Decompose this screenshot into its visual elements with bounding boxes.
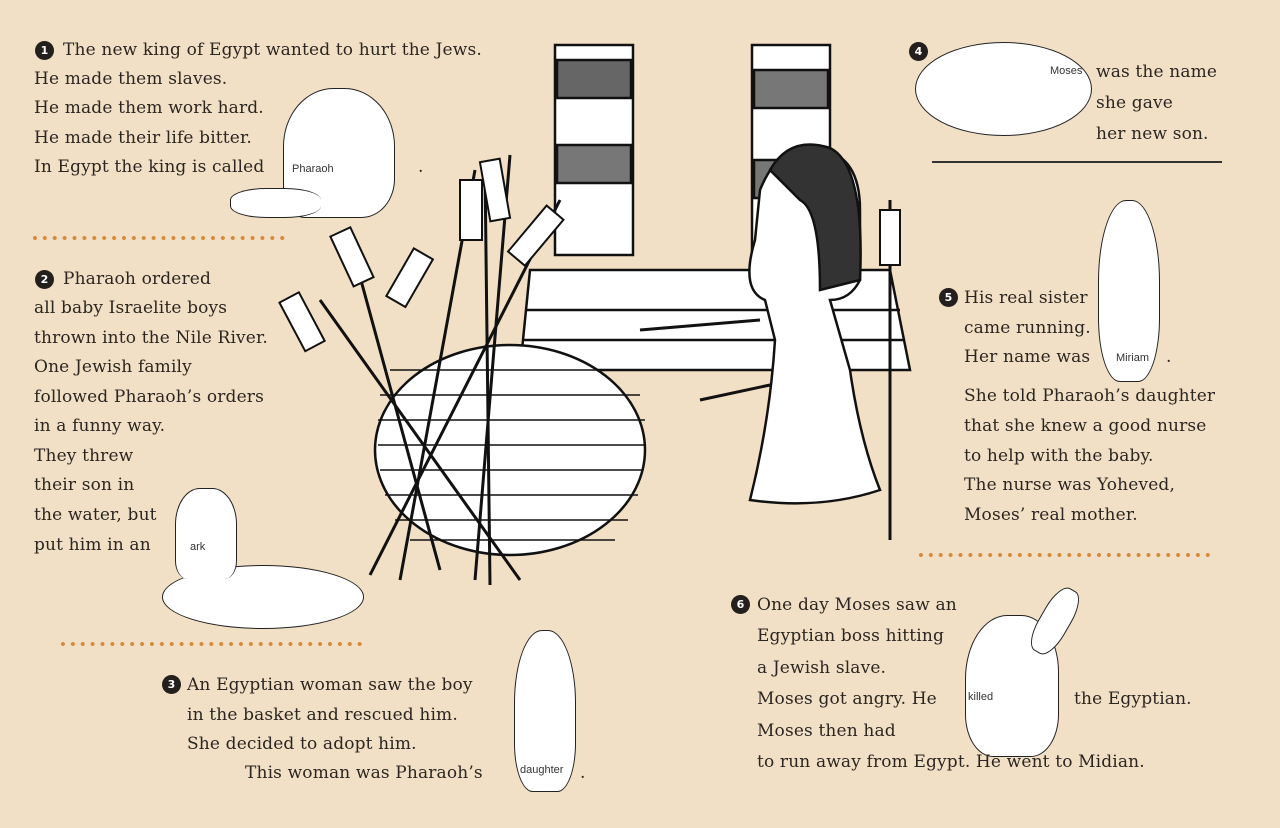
step-badge-1: 1: [35, 41, 54, 60]
text-line: her new son.: [1096, 124, 1209, 144]
step-badge-2: 2: [35, 270, 54, 289]
text-line: The new king of Egypt wanted to hurt the…: [63, 40, 482, 60]
text-line: to run away from Egypt. He went to Midia…: [757, 752, 1145, 772]
text-line: thrown into the Nile River.: [34, 328, 268, 348]
reeds: [318, 154, 892, 586]
dotted-divider: [58, 642, 364, 646]
text-line: Moses’ real mother.: [964, 505, 1138, 525]
answer-daughter: daughter: [520, 764, 564, 776]
step-badge-6: 6: [731, 595, 750, 614]
answer-killed: killed: [968, 691, 994, 703]
text-line: their son in: [34, 475, 135, 495]
answer-blob-daughter: [514, 630, 576, 792]
answer-ark: ark: [190, 541, 206, 553]
dotted-divider: [916, 553, 1212, 557]
answer-pharaoh: Pharaoh: [292, 163, 334, 175]
text-line: came running.: [964, 318, 1091, 338]
text-line: Her name was: [964, 347, 1091, 367]
text-line: In Egypt the king is called: [34, 157, 265, 177]
text-line: One day Moses saw an: [757, 595, 957, 615]
text-line: Moses then had: [757, 721, 896, 741]
text-line: They threw: [34, 446, 134, 466]
text-line: she gave: [1096, 93, 1174, 113]
step-badge-5: 5: [939, 288, 958, 307]
text-line: The nurse was Yoheved,: [964, 475, 1176, 495]
text-line: Moses got angry. He: [757, 689, 937, 709]
step-badge-4: 4: [909, 42, 928, 61]
text-line: put him in an: [34, 535, 151, 555]
text-line: to help with the baby.: [964, 446, 1154, 466]
period: .: [418, 157, 424, 177]
dotted-divider: [30, 236, 286, 240]
text-line: He made them work hard.: [34, 98, 264, 118]
text-line: She told Pharaoh’s daughter: [964, 386, 1216, 406]
period: .: [580, 763, 586, 783]
text-line: was the name: [1096, 62, 1218, 82]
text-line: She decided to adopt him.: [187, 734, 417, 754]
text-line: that she knew a good nurse: [964, 416, 1207, 436]
answer-moses: Moses: [1050, 65, 1083, 77]
basket-ark: [373, 343, 647, 557]
text-line: the water, but: [34, 505, 157, 525]
text-line: all baby Israelite boys: [34, 298, 228, 318]
text-line: He made them slaves.: [34, 69, 228, 89]
column-left: [553, 43, 635, 257]
answer-blob-pharaoh-arm: [230, 188, 321, 218]
text-line: the Egyptian.: [1074, 689, 1192, 709]
text-line: Egyptian boss hitting: [757, 626, 944, 646]
text-line: One Jewish family: [34, 357, 192, 377]
text-line: An Egyptian woman saw the boy: [187, 675, 473, 695]
text-line: followed Pharaoh’s orders: [34, 387, 264, 407]
text-line: He made their life bitter.: [34, 128, 252, 148]
text-line: in a funny way.: [34, 416, 166, 436]
period: .: [1166, 347, 1172, 367]
step-badge-3: 3: [162, 675, 181, 694]
text-line: Pharaoh ordered: [63, 269, 211, 289]
answer-blob-moses: [915, 42, 1092, 136]
answer-miriam: Miriam: [1116, 352, 1149, 364]
text-line: in the basket and rescued him.: [187, 705, 458, 725]
answer-blob-miriam: [1098, 200, 1160, 382]
divider-line: [932, 161, 1222, 163]
text-line: This woman was Pharaoh’s: [245, 763, 483, 783]
text-line: a Jewish slave.: [757, 658, 887, 678]
illustration-moses-basket: [278, 43, 912, 586]
answer-blob-ark-hand: [175, 488, 237, 579]
text-line: His real sister: [964, 288, 1088, 308]
